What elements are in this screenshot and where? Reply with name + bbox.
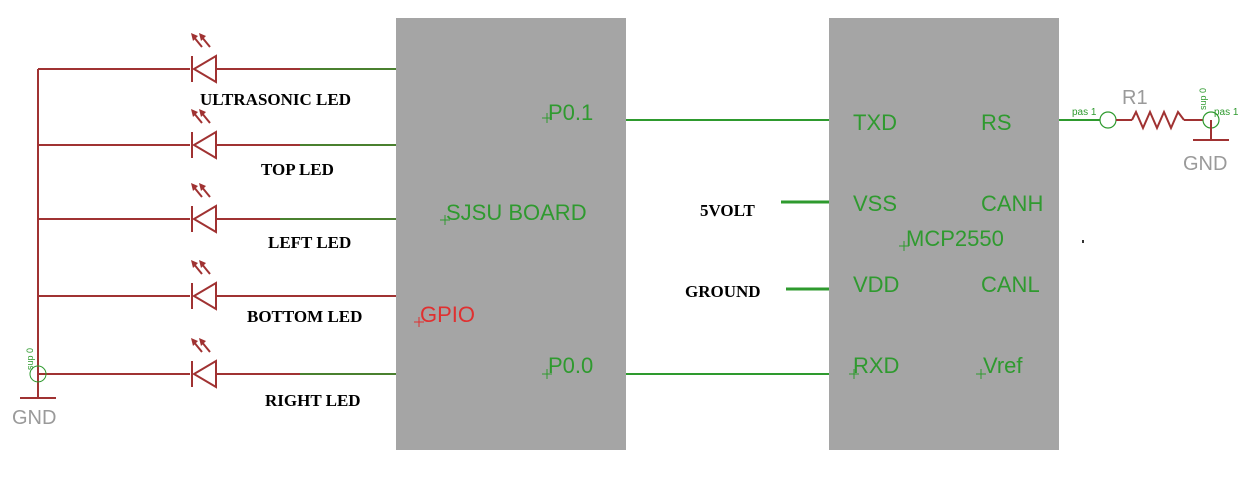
label-5volt: 5VOLT <box>700 201 755 220</box>
led-label-ultrasonic: ULTRASONIC LED <box>200 90 351 109</box>
mcp-pin-txd: TXD <box>853 110 897 135</box>
label-ground: GROUND <box>685 282 761 301</box>
sjsu-pin-p01: P0.1 <box>548 100 593 125</box>
mcp-pin-rs: RS <box>981 110 1012 135</box>
r1-pin-right-label: pas 1 <box>1214 107 1239 118</box>
mcp2550-block <box>829 18 1059 450</box>
led-row-top <box>38 109 396 160</box>
sjsu-gpio-label: GPIO <box>420 302 475 327</box>
mcp-chip-name: MCP2550 <box>906 226 1004 251</box>
resistor-zigzag-icon <box>1131 109 1185 131</box>
led-label-bottom: BOTTOM LED <box>247 307 362 326</box>
sjsu-pin-p00: P0.0 <box>548 353 593 378</box>
led-label-top: TOP LED <box>261 160 334 179</box>
sjsu-board-name: SJSU BOARD <box>446 200 587 225</box>
led-row-bottom <box>38 260 396 311</box>
ground-symbol-icon <box>20 365 56 399</box>
led-diode-icon <box>191 183 217 234</box>
r1-pin-left-label: pas 1 <box>1072 107 1097 118</box>
gnd-right-label: GND <box>1183 153 1227 175</box>
led-diode-icon <box>191 260 217 311</box>
led-row-ultrasonic <box>38 33 396 84</box>
r1-name: R1 <box>1122 87 1148 109</box>
origin-marks <box>440 113 986 379</box>
mcp-pin-canl: CANL <box>981 272 1040 297</box>
gnd-left-label: GND <box>12 407 56 429</box>
led-row-left <box>38 183 396 234</box>
origin-mark-gpio <box>414 317 424 327</box>
stray-dot <box>1082 240 1084 243</box>
r1-supply-pin-label: sup 0 <box>1198 88 1208 110</box>
mcp-pin-canh: CANH <box>981 191 1043 216</box>
led-diode-icon <box>191 338 217 389</box>
gnd-left-pin-label: sup 0 <box>25 348 35 370</box>
led-label-left: LEFT LED <box>268 233 351 252</box>
r1-pin-left <box>1099 111 1117 129</box>
led-diode-icon <box>191 109 217 160</box>
mcp-pin-vss: VSS <box>853 191 897 216</box>
mcp-pin-vdd: VDD <box>853 272 899 297</box>
mcp-pin-rxd: RXD <box>853 353 899 378</box>
sjsu-board-block <box>396 18 626 450</box>
led-label-right: RIGHT LED <box>265 391 361 410</box>
led-diode-icon <box>191 33 217 84</box>
led-row-right <box>38 338 396 389</box>
mcp-pin-vref: Vref <box>983 353 1023 378</box>
